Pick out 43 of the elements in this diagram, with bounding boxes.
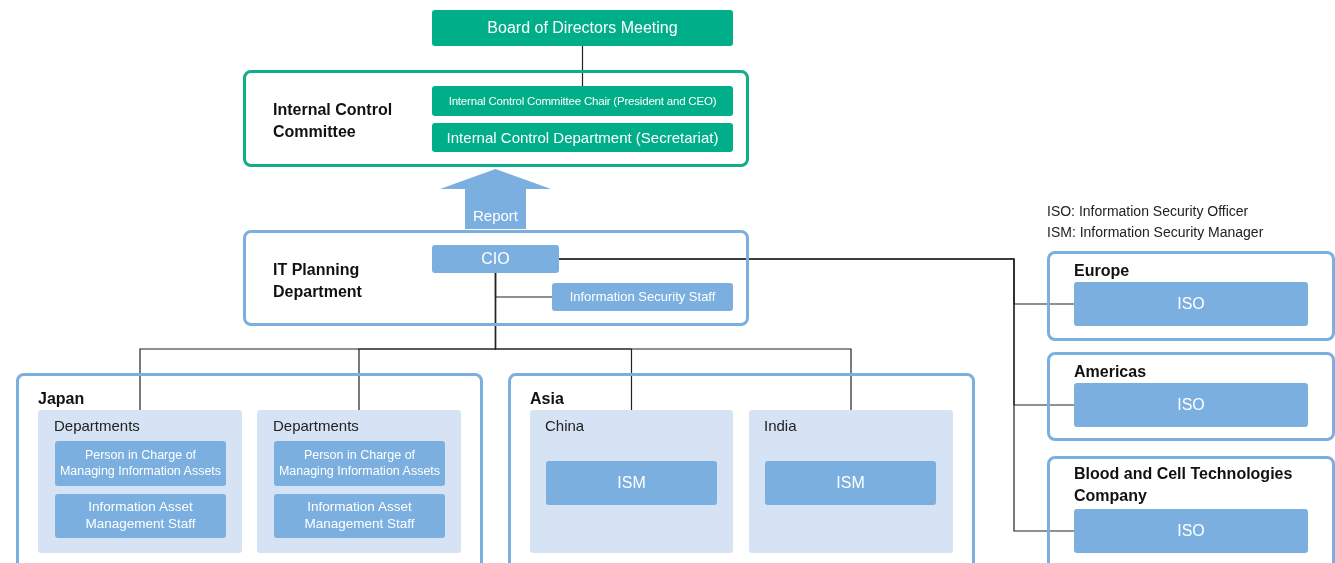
connector-line (581, 45, 584, 87)
group-heading: Internal Control Committee (273, 100, 394, 143)
role-box: Information Asset Management Staff (274, 494, 445, 538)
role-box: ISO (1074, 282, 1308, 326)
block-arrow (440, 169, 551, 229)
group-heading: Europe (1074, 261, 1131, 281)
panel-heading: China (545, 417, 586, 434)
department-panel (38, 410, 242, 553)
country-panel (749, 410, 953, 553)
role-box: Information Asset Management Staff (55, 494, 226, 538)
role-box: Person in Charge of Managing Information Assets (274, 441, 445, 486)
committee-frame (243, 70, 749, 167)
edge-label: Report (473, 206, 518, 224)
panel-heading: India (764, 417, 798, 434)
role-box: CIO (432, 245, 559, 273)
role-box: ISM (765, 461, 936, 505)
region-frame (16, 373, 483, 563)
connector-line (494, 272, 852, 411)
chair-box: Internal Control Committee Chair (President and CEO) (432, 86, 733, 116)
region-frame (508, 373, 975, 563)
role-box: Information Security Staff (552, 283, 733, 311)
group-heading: Americas (1074, 362, 1148, 382)
group-heading: Japan (38, 389, 86, 409)
department-panel (257, 410, 461, 553)
abbreviation-note: ISO: Information Security Officer (1047, 203, 1249, 219)
abbreviation-note: ISM: Information Security Manager (1047, 224, 1264, 240)
board-box: Board of Directors Meeting (432, 10, 733, 46)
role-box: ISO (1074, 509, 1308, 553)
company-frame (1047, 456, 1335, 563)
role-box: Person in Charge of Managing Information Assets (55, 441, 226, 486)
region-frame (1047, 251, 1335, 341)
panel-heading: Departments (273, 417, 360, 434)
country-panel (530, 410, 733, 553)
region-frame (1047, 352, 1335, 441)
panel-heading: Departments (54, 417, 141, 434)
group-heading: Blood and Cell Technologies Company (1074, 464, 1294, 507)
group-heading: IT Planning Department (273, 260, 363, 303)
group-heading: Asia (530, 389, 565, 409)
connector-line (558, 258, 1075, 532)
department-frame (243, 230, 749, 326)
department-box: Internal Control Department (Secretariat) (432, 123, 733, 152)
role-box: ISM (546, 461, 717, 505)
role-box: ISO (1074, 383, 1308, 427)
